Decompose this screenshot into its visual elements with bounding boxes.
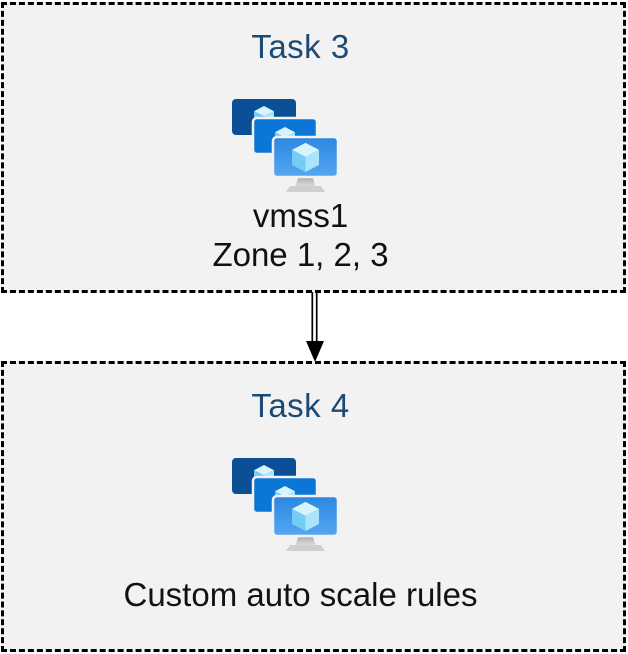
vm-scale-sets-icon [232, 99, 340, 195]
zone-label: Zone 1, 2, 3 [212, 236, 389, 273]
vm-scale-sets-icon [232, 458, 340, 554]
monitor-base [286, 545, 325, 551]
task3-caption: vmss1 Zone 1, 2, 3 [4, 193, 597, 277]
monitor-base [286, 186, 325, 192]
autoscale-label: Custom auto scale rules [123, 575, 478, 613]
task3-title: Task 3 [251, 28, 350, 65]
connector-arrow-icon [306, 292, 324, 362]
task4-box: Task 4 [1, 361, 626, 652]
vmss-name-label: vmss1 [252, 197, 349, 234]
cube-icon [292, 142, 319, 173]
task4-caption: Custom auto scale rules [4, 552, 597, 636]
vm-scale-sets-icon-svg [232, 99, 340, 192]
vm-scale-sets-icon-svg [232, 458, 340, 551]
cube-icon [292, 501, 319, 532]
task3-box: Task 3 [1, 2, 626, 293]
task4-title: Task 4 [251, 387, 350, 424]
